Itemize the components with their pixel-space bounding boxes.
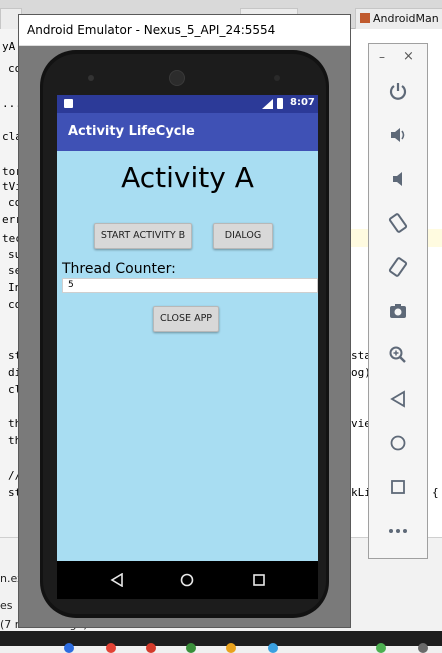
phone-frame: 8:07 Activity LifeCycle Activity A START… [40,50,329,618]
phone-bezel: 8:07 Activity LifeCycle Activity A START… [43,54,326,614]
code-fragment: tVi [2,180,22,193]
light-sensor-icon [274,75,280,81]
taskbar-app-icon[interactable] [106,643,116,653]
code-fragment: yA [2,40,16,53]
close-button[interactable]: × [403,49,414,64]
ide-tab-androidmanifest[interactable]: AndroidMan [355,8,442,29]
signal-icon [262,99,273,109]
android-status-bar: 8:07 [57,95,318,113]
android-navigation-bar [57,561,318,599]
taskbar-app-icon[interactable] [64,643,74,653]
code-fragment: { [432,486,439,499]
code-fragment: th [8,417,22,430]
zoom-button[interactable] [384,341,412,369]
rotate-left-button[interactable] [384,209,412,237]
rotate-right-icon [388,257,408,277]
code-fragment: se [8,264,22,277]
power-icon [389,83,407,100]
nav-back-button[interactable] [97,561,137,599]
status-time: 8:07 [290,97,315,108]
emulator-window-title: Android Emulator - Nexus_5_API_24:5554 [27,23,276,37]
overview-icon [391,480,405,494]
code-fragment: kLi [351,486,371,499]
taskbar-app-icon[interactable] [146,643,156,653]
taskbar-app-icon[interactable] [226,643,236,653]
overview-button[interactable] [384,473,412,501]
dialog-button[interactable]: DIALOG [213,223,273,249]
code-fragment: In [8,281,22,294]
nav-overview-button[interactable] [239,561,279,599]
rotate-right-button[interactable] [384,253,412,281]
volume-down-button[interactable] [384,165,412,193]
screenshot-button[interactable] [384,297,412,325]
zoom-icon [389,346,406,363]
code-fragment: co [8,298,22,311]
start-activity-b-button[interactable]: START ACTIVITY B [94,223,192,249]
emulator-title-bar[interactable]: Android Emulator - Nexus_5_API_24:5554 [19,15,350,46]
taskbar-app-icon[interactable] [268,643,278,653]
more-icon [389,529,407,533]
thread-counter-label: Thread Counter: [62,261,176,277]
volume-up-button[interactable] [384,121,412,149]
taskbar-app-icon[interactable] [376,643,386,653]
more-button[interactable] [384,517,412,545]
code-fragment: co [8,62,22,75]
proximity-sensor-icon [88,75,94,81]
camera-icon [390,304,406,318]
manifest-file-icon [360,13,370,23]
home-button[interactable] [384,429,412,457]
front-camera-icon [169,70,185,86]
nav-home-button[interactable] [167,561,207,599]
code-fragment: co [8,196,22,209]
activity-heading: Activity A [121,161,254,194]
code-fragment: tec [2,232,22,245]
volume-up-icon [391,128,405,142]
power-button[interactable] [384,77,412,105]
code-fragment: su [8,248,22,261]
code-fragment: st [8,349,22,362]
back-button[interactable] [384,385,412,413]
battery-icon [277,98,283,109]
ide-tab-label: AndroidMan [373,12,439,25]
taskbar-app-icon[interactable] [186,643,196,653]
emulator-toolbar: – × [368,43,428,559]
app-bar: Activity LifeCycle [57,113,318,151]
notification-icon [64,99,73,108]
code-fragment: cl [8,383,22,396]
console-line: es [0,599,13,612]
app-title: Activity LifeCycle [68,124,195,139]
overview-square-icon [253,574,265,586]
console-line: n.ex [0,572,24,585]
back-icon [390,390,405,408]
code-fragment: ... [2,97,22,110]
device-screen: 8:07 Activity LifeCycle Activity A START… [57,95,318,561]
home-icon [390,435,406,451]
minimize-button[interactable]: – [379,50,385,64]
code-fragment: di [8,366,22,379]
taskbar-app-icon[interactable] [418,643,428,653]
code-fragment: st [8,486,22,499]
emulator-window: Android Emulator - Nexus_5_API_24:5554 8… [18,14,351,628]
thread-counter-field[interactable]: 5 [62,278,318,293]
code-fragment: // [8,469,22,482]
code-fragment: vie [351,417,371,430]
taskbar [0,631,442,646]
code-fragment: og) [351,366,371,379]
back-triangle-icon [110,573,123,587]
rotate-left-icon [388,213,408,233]
code-fragment: tor [2,165,22,178]
code-fragment: cla [2,130,22,143]
close-app-button[interactable]: CLOSE APP [153,306,219,332]
home-circle-icon [180,573,194,587]
code-fragment: th [8,434,22,447]
volume-down-icon [393,172,402,186]
